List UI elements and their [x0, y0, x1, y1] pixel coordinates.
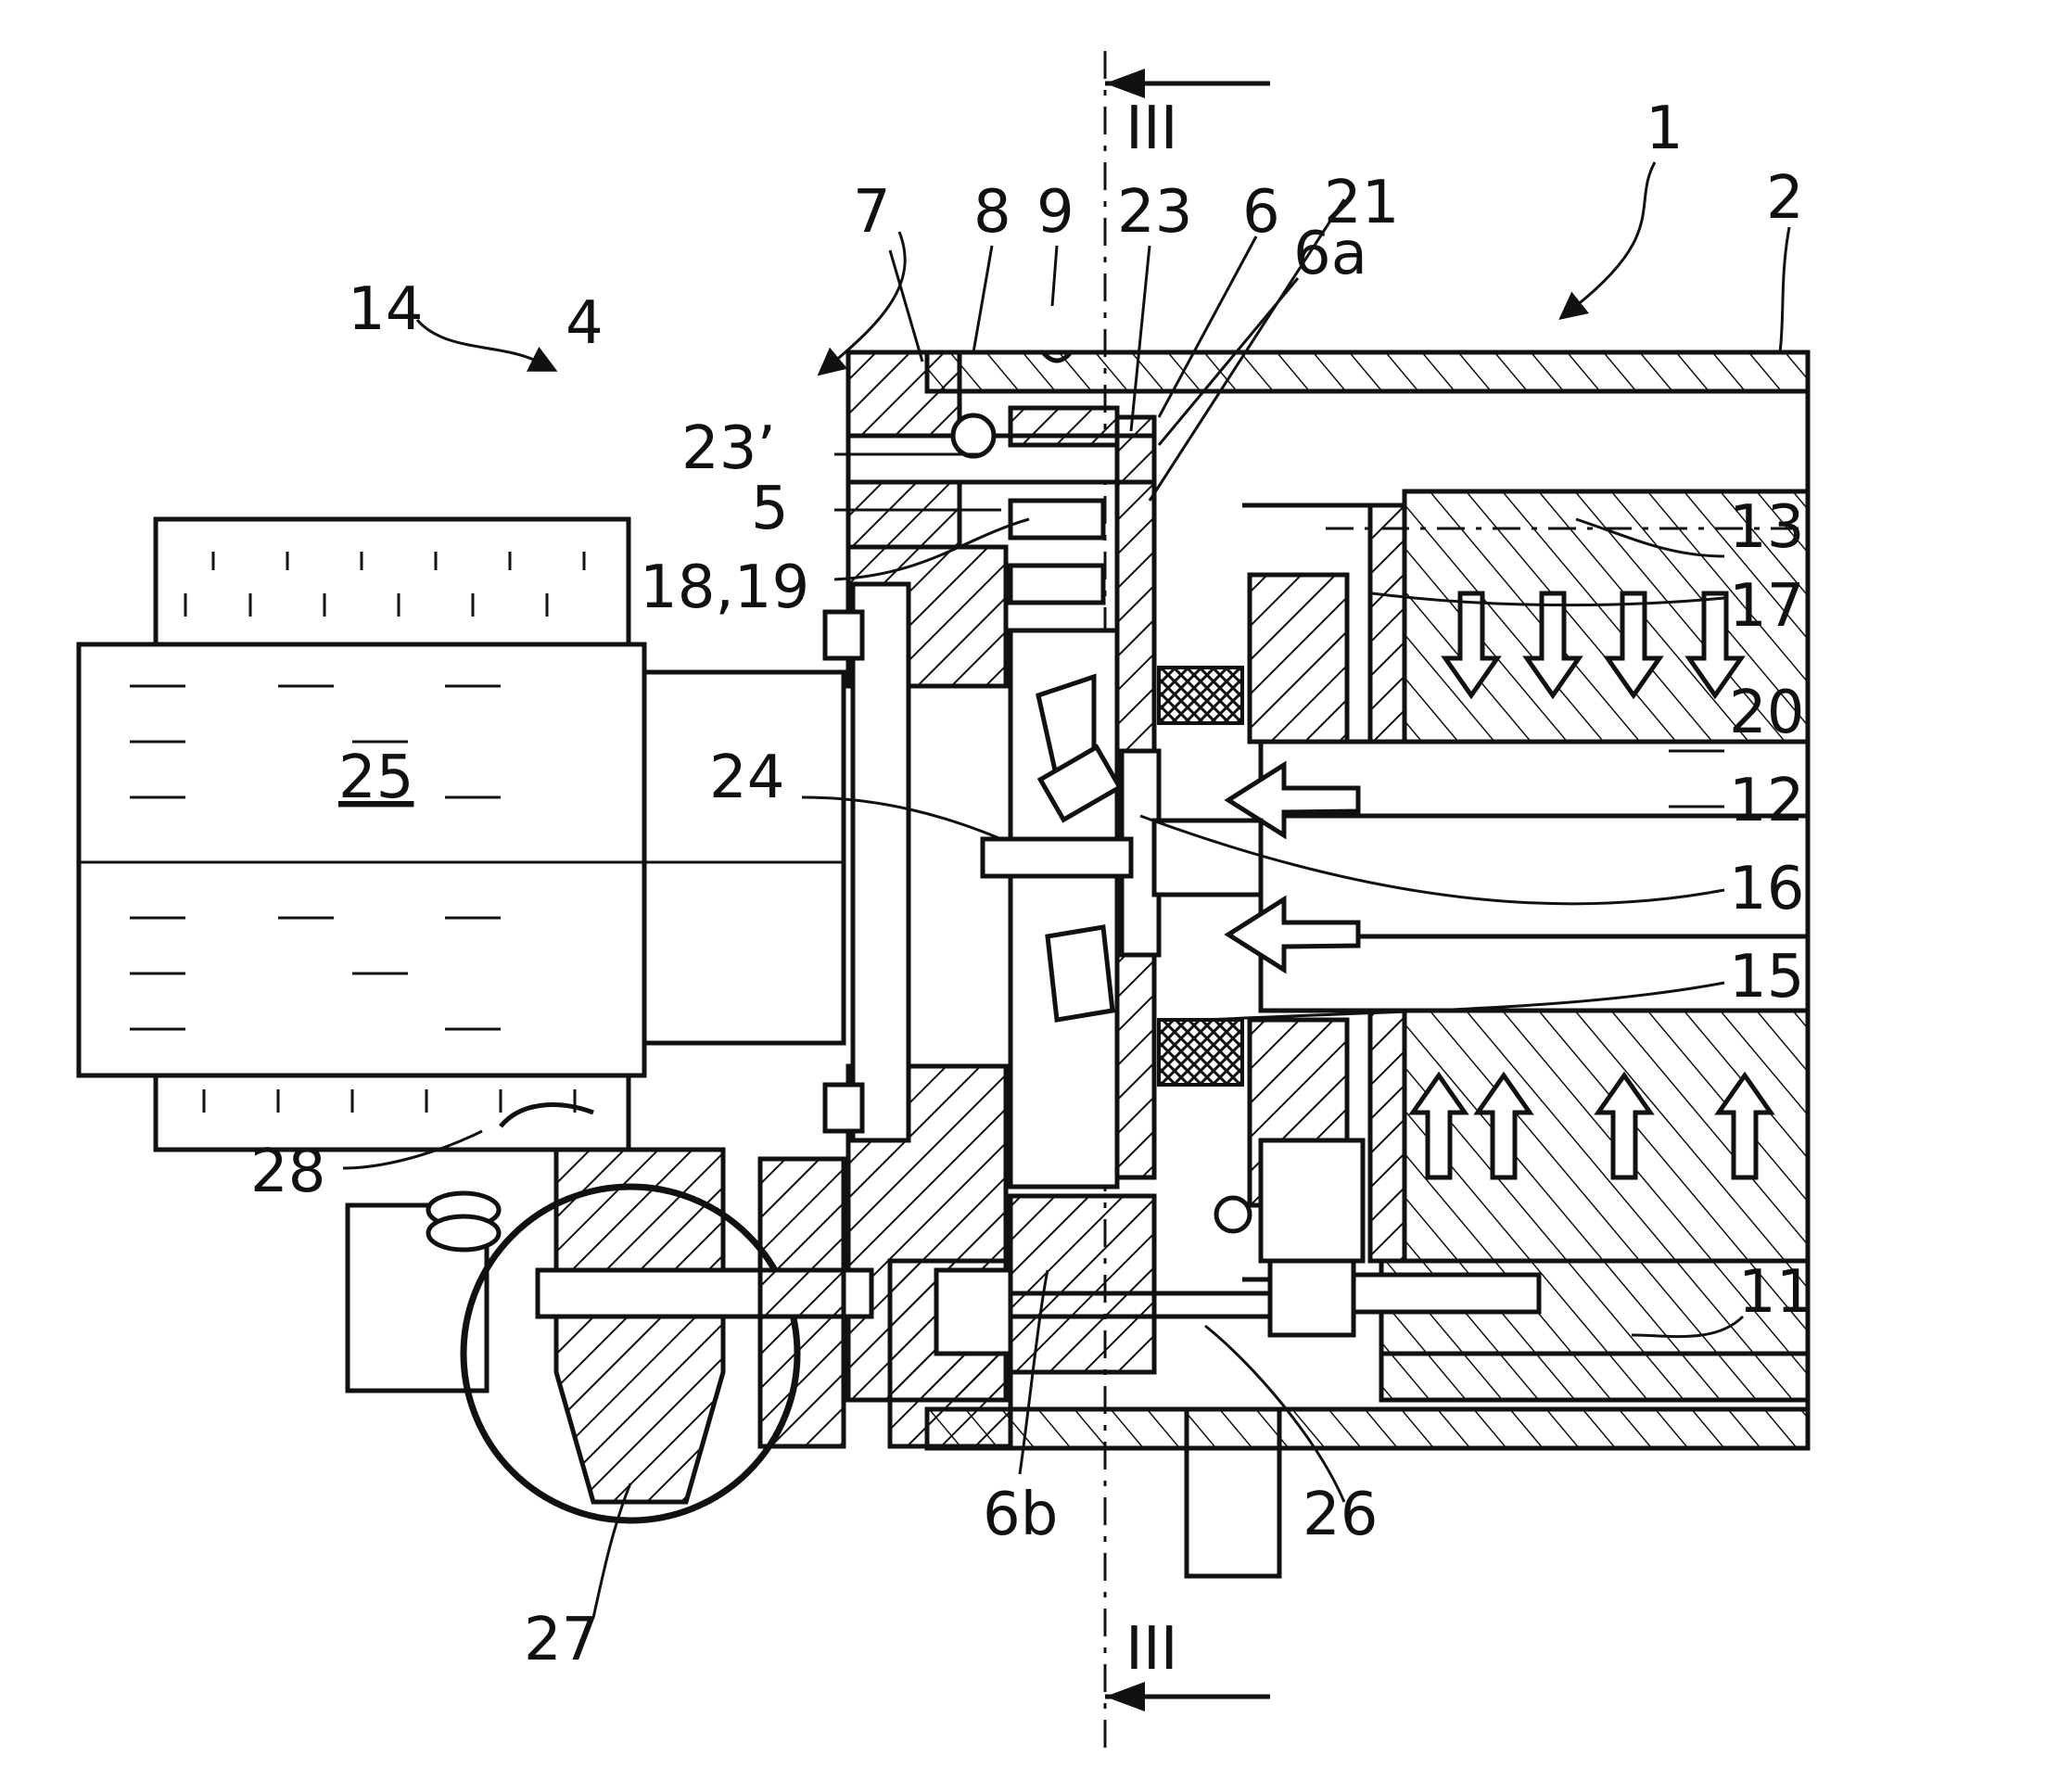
- label-23-prime: 23’: [681, 414, 776, 483]
- label-25: 25: [338, 744, 413, 812]
- label-18-19: 18,19: [640, 553, 809, 622]
- label-24: 24: [709, 744, 784, 812]
- label-14: 14: [348, 275, 423, 344]
- rotating-plate: [1011, 408, 1159, 1372]
- section-mark-top: III: [1125, 95, 1178, 163]
- label-8: 8: [973, 178, 1011, 247]
- label-7: 7: [853, 178, 891, 247]
- label-20: 20: [1729, 679, 1804, 747]
- label-6: 6: [1242, 178, 1280, 247]
- label-13: 13: [1729, 493, 1804, 562]
- label-4: 4: [566, 289, 604, 358]
- label-17: 17: [1729, 572, 1804, 641]
- label-23: 23: [1117, 178, 1192, 247]
- label-11: 11: [1738, 1258, 1813, 1327]
- label-15: 15: [1729, 943, 1804, 1011]
- label-9: 9: [1036, 178, 1074, 247]
- label-1: 1: [1646, 95, 1684, 163]
- label-26: 26: [1303, 1481, 1378, 1549]
- label-28: 28: [250, 1138, 325, 1206]
- label-6a: 6a: [1293, 220, 1367, 288]
- label-6b: 6b: [983, 1481, 1058, 1549]
- label-27: 27: [524, 1606, 599, 1674]
- label-5: 5: [751, 475, 789, 543]
- label-12: 12: [1729, 767, 1804, 835]
- label-2: 2: [1766, 164, 1804, 233]
- label-16: 16: [1729, 855, 1804, 923]
- section-mark-bottom: III: [1125, 1615, 1178, 1684]
